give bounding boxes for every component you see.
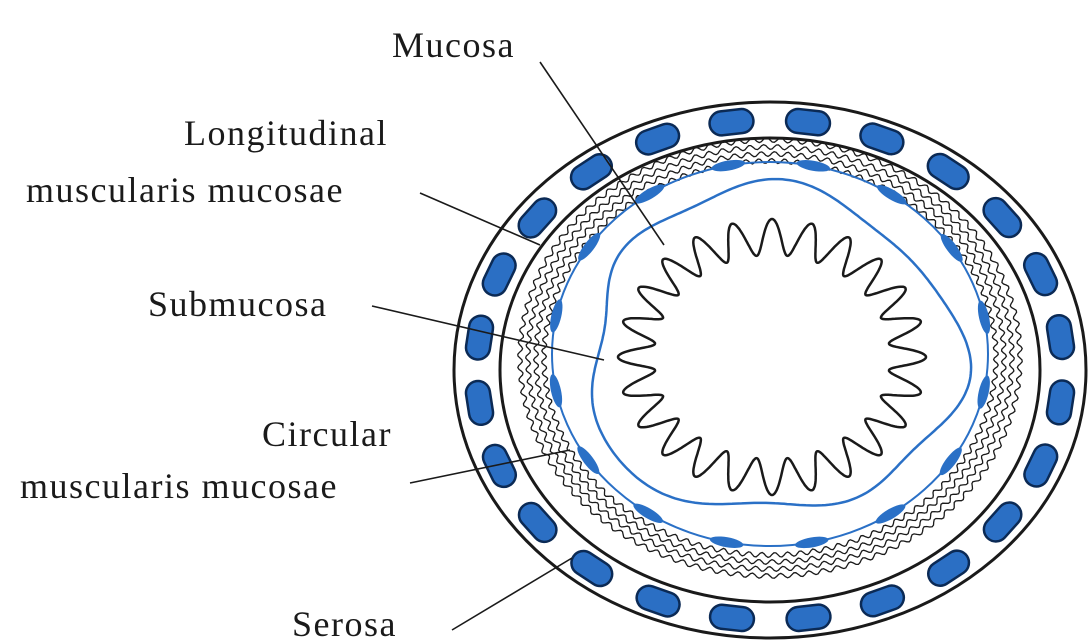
serosa-cell [464,379,494,426]
circular-muscle-nucleus [873,501,907,527]
circular-muscle-nucleus [937,231,965,264]
serosa-cell [514,194,561,243]
serosa-cell [1045,314,1075,361]
serosa-cell [566,150,616,194]
serosa-cell [708,108,754,137]
serosa-inner-circle [500,138,1040,602]
label-serosa: Serosa [292,604,397,644]
serosa-cell [514,498,561,547]
serosa-cell [1045,379,1075,426]
serosa-cell [464,314,494,361]
serosa-cell [979,498,1026,547]
circular-muscle-nucleus [796,158,831,174]
serosa-cell [979,193,1026,242]
serosa-cell [785,108,831,137]
serosa-cell [923,149,973,193]
circular-muscle-nucleus [548,298,565,333]
serosa-cell [709,604,755,633]
serosa-cell [924,546,974,590]
serosa-leader-line [452,558,572,630]
label-longitudinal: Longitudinal [184,113,388,153]
serosa-cells [464,108,1075,633]
serosa-cell [567,546,617,590]
circular-muscle-nucleus [632,181,666,207]
submucosa-boundary [592,179,971,505]
label-circular-muscularis: muscularis mucosae [20,466,338,506]
wavy-muscle-layer [526,145,1015,572]
label-submucosa: Submucosa [148,284,328,324]
label-mucosa: Mucosa [392,25,515,65]
label-longitudinal-muscularis: muscularis mucosae [26,170,344,210]
mucosa-folded-lining [618,219,926,495]
serosa-cell [785,603,831,632]
serosa-outer-circle [454,102,1086,638]
circular-muscle-nucleus [709,534,744,550]
circular-muscle-nucleus [575,230,604,263]
label-circular: Circular [262,414,392,454]
